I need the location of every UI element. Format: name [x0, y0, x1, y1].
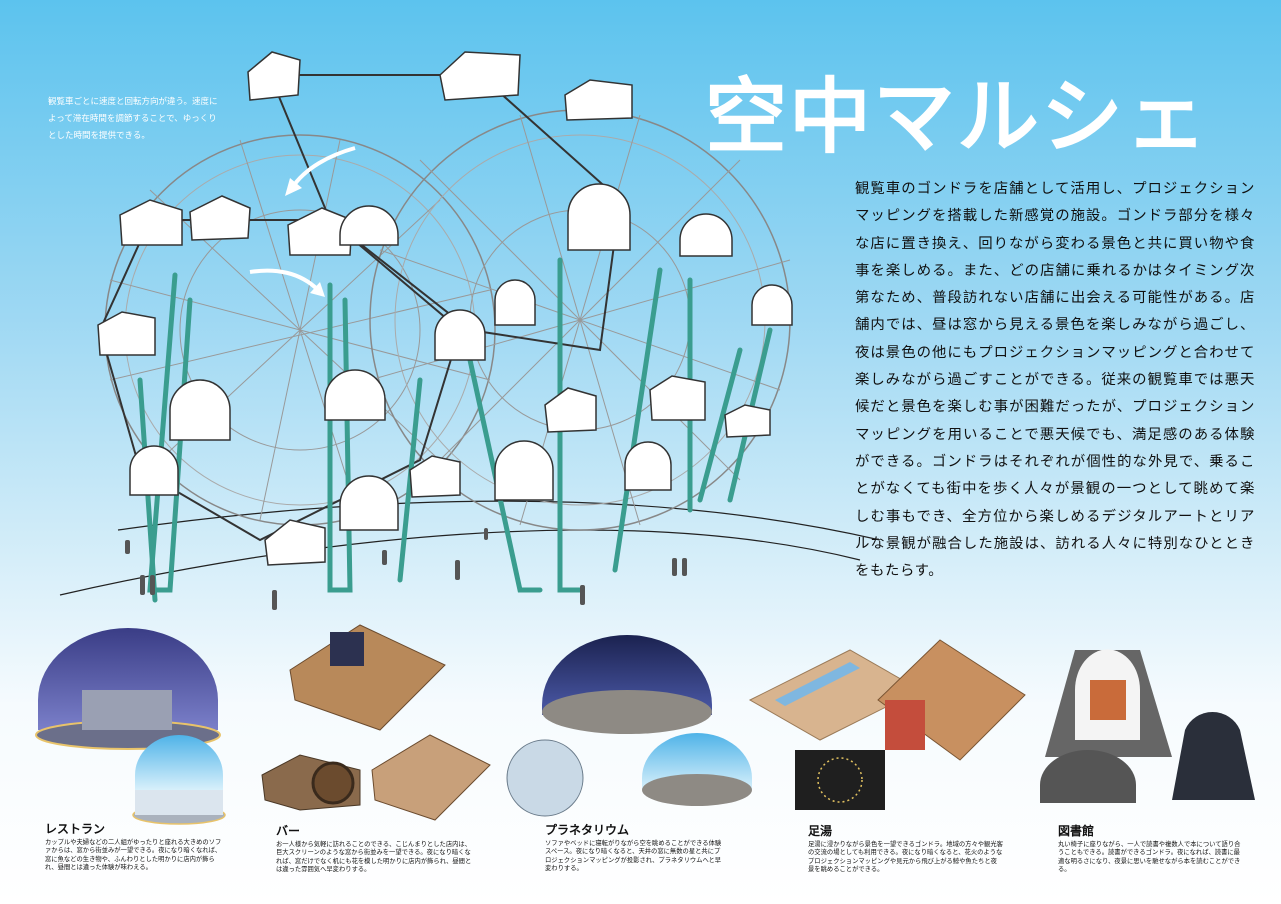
- gondolas-house: [97, 51, 771, 566]
- caption-title: 足湯: [808, 824, 833, 838]
- caption-library: 図書館 丸い椅子に座りながら、一人で読書や複数人で本について語り合うこともできる…: [1058, 822, 1243, 875]
- wheel-note: 観覧車ごとに速度と回転方向が違う。速度によって滞在時間を調節することで、ゆっくり…: [48, 97, 218, 141]
- footbath-illustration: [748, 639, 1026, 810]
- people-silhouettes: [125, 528, 687, 610]
- caption-text: お一人様から気軽に訪れることのできる、こじんまりとした店内は、巨大スクリーンのよ…: [276, 841, 472, 874]
- caption-footbath: 足湯 足湯に浸かりながら景色を一望できるゴンドラ。地域の方々や観光客の交流の場と…: [808, 822, 1003, 875]
- caption-text: 足湯に浸かりながら景色を一望できるゴンドラ。地域の方々や観光客の交流の場としても…: [808, 841, 1003, 874]
- description-text: 観覧車のゴンドラを店舗として活用し、プロジェクションマッピングを搭載した新感覚の…: [855, 181, 1255, 580]
- rotation-arrows: [249, 146, 356, 292]
- ground-lines: [59, 500, 881, 596]
- caption-text: カップルや夫婦などの二人組がゆったりと座れる大きめのソファからは、窓から街並みが…: [45, 839, 222, 872]
- caption-title: バー: [276, 824, 301, 838]
- caption-planetarium: プラネタリウム ソファやベッドに寝転がりながら空を眺めることができる体験スペース…: [545, 821, 725, 874]
- caption-bar: バー お一人様から気軽に訪れることのできる、こじんまりとした店内は、巨大スクリー…: [276, 822, 476, 875]
- gondolas-dome: [129, 183, 793, 531]
- planetarium-illustration: [506, 635, 752, 817]
- caption-title: プラネタリウム: [545, 823, 630, 837]
- page-title: 空中マルシェ: [705, 70, 1210, 165]
- library-illustration: [1040, 649, 1255, 803]
- caption-title: 図書館: [1058, 824, 1095, 838]
- caption-text: 丸い椅子に座りながら、一人で読書や複数人で本について語り合うこともできる。読書が…: [1058, 841, 1241, 874]
- rotation-arrowheads: [285, 178, 325, 297]
- caption-title: レストラン: [45, 822, 106, 836]
- bar-illustration: [261, 624, 491, 821]
- caption-restaurant: レストラン カップルや夫婦などの二人組がゆったりと座れる大きめのソファからは、窓…: [45, 820, 225, 873]
- caption-text: ソファやベッドに寝転がりながら空を眺めることができる体験スペース。夜になり暗くな…: [545, 840, 722, 873]
- restaurant-illustration: [35, 628, 226, 825]
